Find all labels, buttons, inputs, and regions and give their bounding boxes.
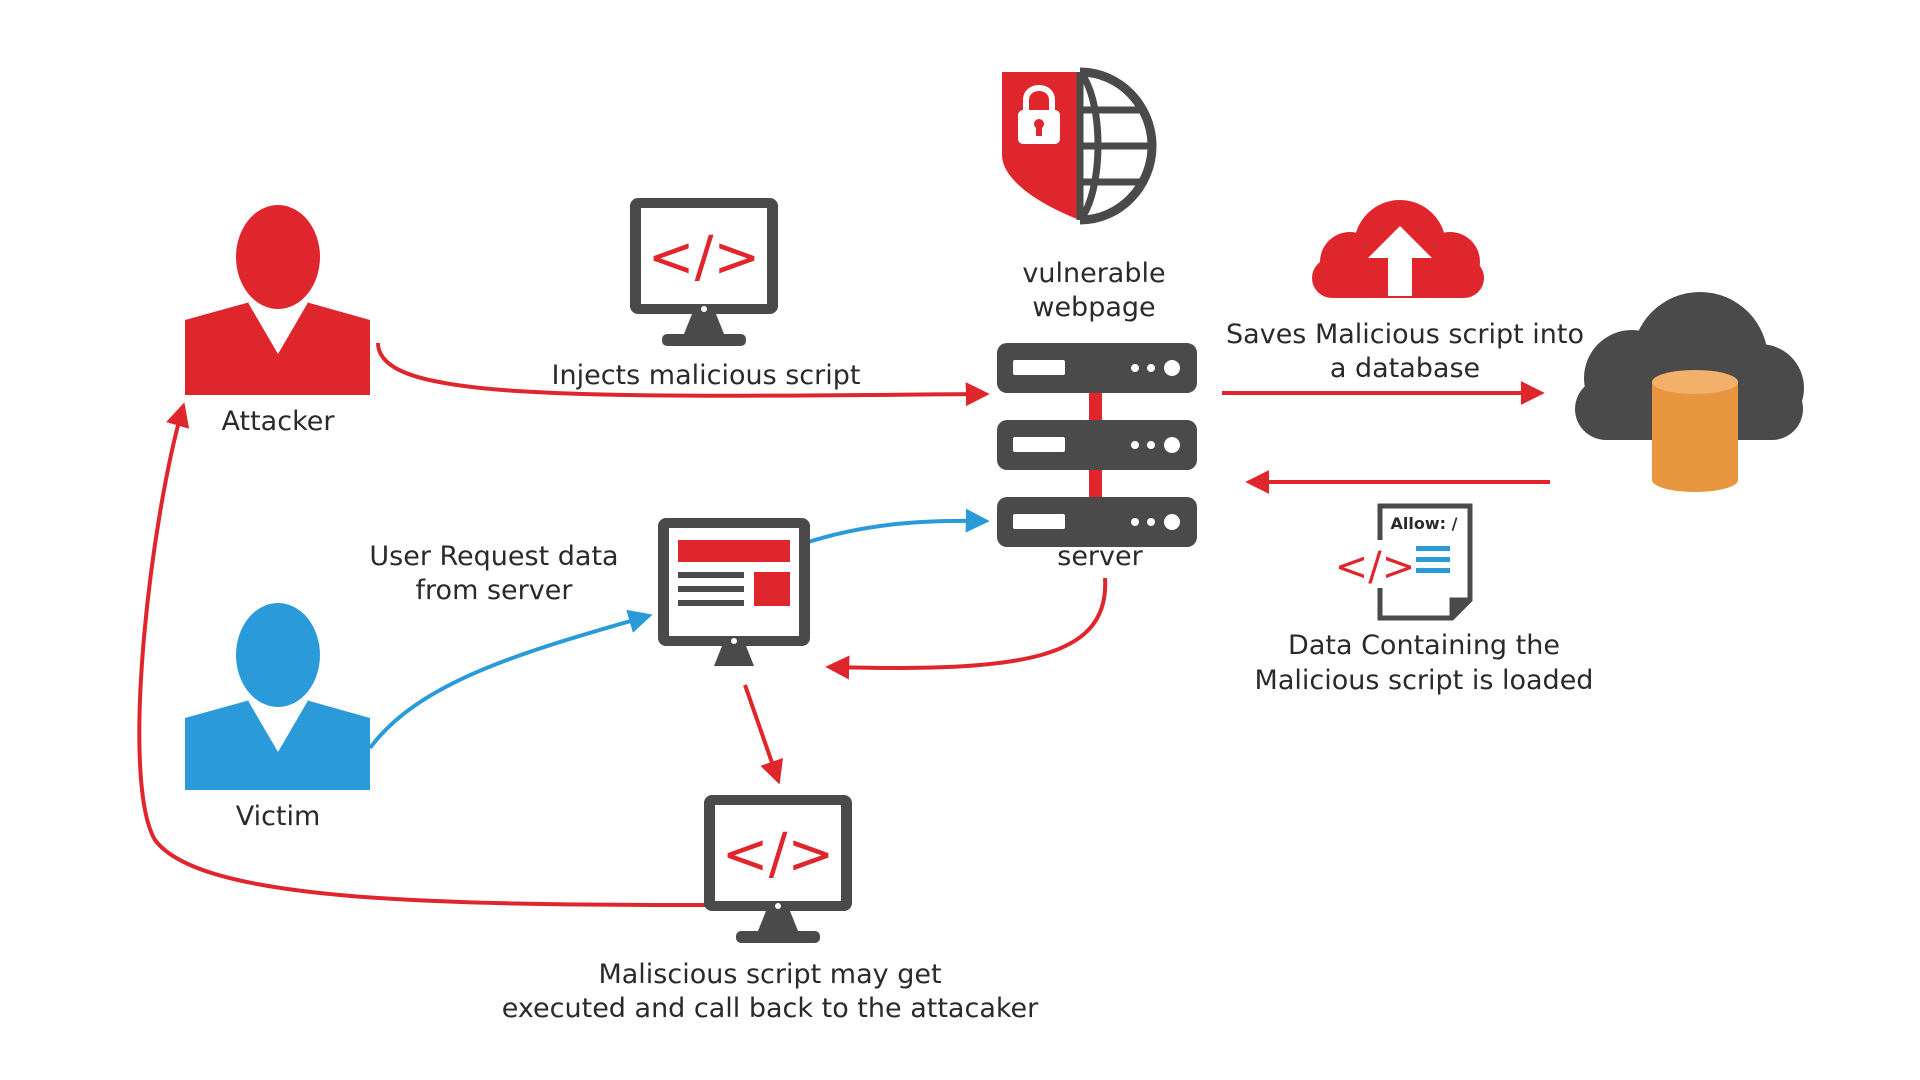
arrow-browser-to-server: [804, 508, 990, 545]
shield-lock-globe-icon: [1002, 67, 1157, 225]
cloud-upload-icon: [1312, 200, 1484, 298]
cloud-database-icon: [1575, 292, 1804, 492]
user-request-label-line1: User Request data: [369, 541, 618, 572]
saves-label-line1: Saves Malicious script into: [1226, 319, 1584, 350]
code-monitor-icon: </>: [630, 198, 778, 346]
arrow-server-to-victim-browser: [825, 577, 1108, 680]
code-glyph-bottom: </>: [722, 822, 835, 887]
data-loaded-label-line2: Malicious script is loaded: [1255, 665, 1594, 696]
allow-tag: Allow: /: [1391, 514, 1458, 533]
vulnerable-label-line2: webpage: [1032, 292, 1155, 323]
victim-label: Victim: [236, 801, 321, 832]
code-document-icon: Allow: / </>: [1335, 503, 1473, 621]
arrow-attacker-to-server: [376, 342, 990, 407]
arrow-browser-to-script: [743, 684, 784, 785]
server-rack-icon: [997, 343, 1197, 547]
code-monitor-executed-icon: </>: [704, 795, 852, 943]
code-glyph: </>: [648, 225, 761, 290]
arrow-victim-to-browser: [368, 609, 653, 750]
attacker-person-icon: [185, 205, 370, 395]
vulnerable-label-line1: vulnerable: [1022, 258, 1165, 289]
attacker-label: Attacker: [222, 406, 336, 437]
inject-label: Injects malicious script: [552, 360, 861, 391]
executed-label-line2: executed and call back to the attacaker: [502, 993, 1039, 1024]
doc-code-glyph: </>: [1335, 544, 1416, 590]
victim-person-icon: [185, 603, 370, 790]
arrow-callback-to-attacker: [137, 402, 706, 907]
webpage-monitor-icon: [658, 518, 810, 666]
user-request-label-line2: from server: [416, 575, 574, 606]
saves-label-line2: a database: [1330, 353, 1480, 384]
data-loaded-label-line1: Data Containing the: [1288, 630, 1560, 661]
server-label: server: [1057, 541, 1143, 572]
executed-label-line1: Maliscious script may get: [598, 959, 941, 990]
